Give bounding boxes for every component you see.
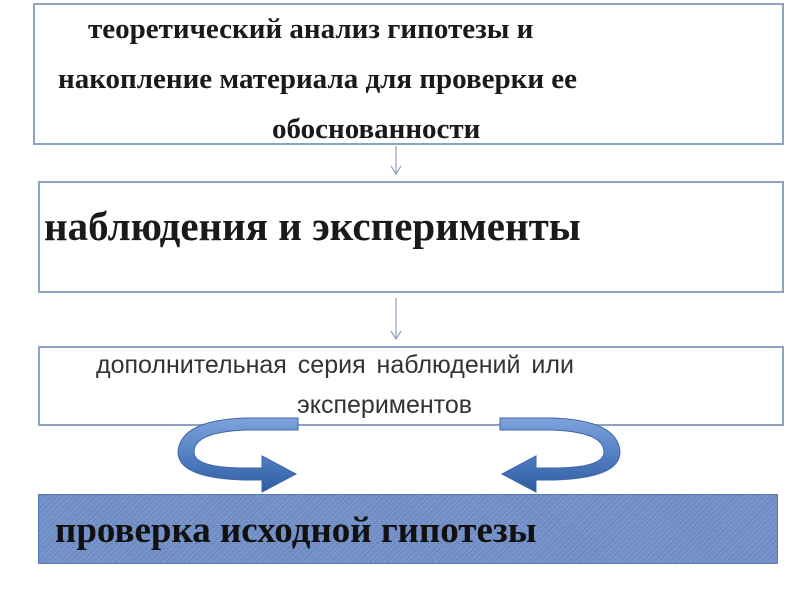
observations-experiments-label: наблюдения и эксперименты [44,203,581,249]
additional-series-line-1: дополнительная серия наблюдений или [96,351,574,379]
additional-series-box [38,346,784,426]
observations-experiments-box [38,181,784,293]
hypothesis-analysis-line-3: обоснованности [272,113,481,145]
hypothesis-verification-box [38,494,778,564]
curved-cycle-arrow-left-icon [177,417,299,493]
hypothesis-analysis-box [33,3,784,145]
hypothesis-analysis-line-2: накопление материала для проверки ее [58,63,578,95]
curved-cycle-arrow-right-icon [499,417,621,493]
down-arrow-icon [390,146,402,176]
additional-series-line-2: экспериментов [297,391,473,419]
hypothesis-analysis-line-1: теоретический анализ гипотезы и [88,13,534,45]
hypothesis-verification-label: проверка исходной гипотезы [55,510,537,551]
down-arrow-icon [390,298,402,341]
